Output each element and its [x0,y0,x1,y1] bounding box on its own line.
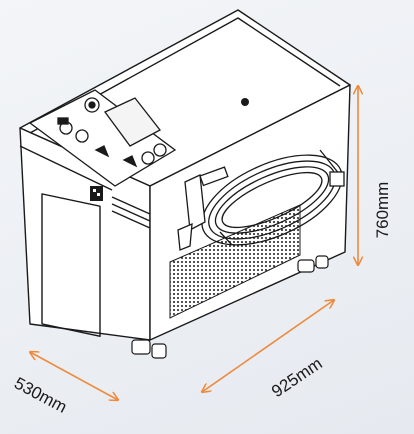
length-label: 925mm [268,354,326,401]
cable-coil [201,149,345,246]
length-dimension-line [202,300,334,392]
casters [131,255,329,359]
height-label: 760mm [373,182,392,239]
top-port [241,98,249,106]
screen [104,97,161,147]
brand-logo-icon [90,186,103,201]
laser-head-icon [177,166,229,251]
width-dimension-line [30,352,118,400]
control-panel-icon [28,89,177,187]
dimension-lines [30,86,358,400]
width-label: 530mm [11,373,70,416]
